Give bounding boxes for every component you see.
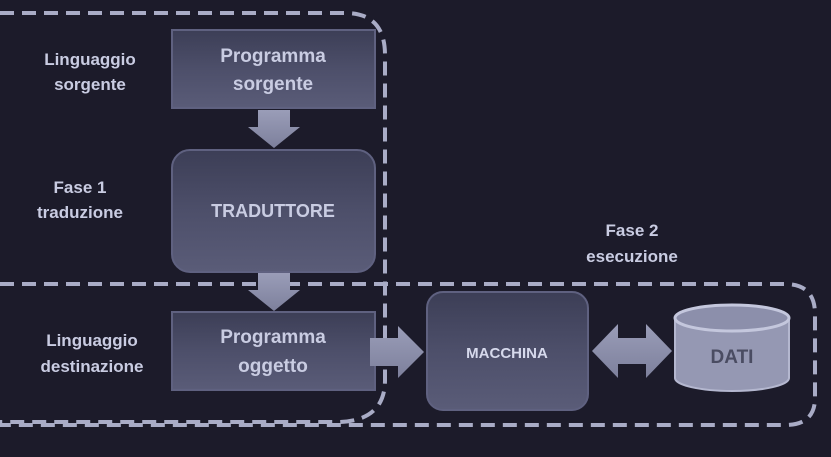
destination-language-label-2: destinazione <box>41 357 144 376</box>
translator-label: TRADUTTORE <box>211 201 335 221</box>
machine-box: MACCHINA <box>426 291 589 411</box>
translator-box: TRADUTTORE <box>171 149 376 273</box>
phase1-region <box>0 11 387 424</box>
object-program-box: Programma oggetto <box>171 311 376 391</box>
phase2-region <box>0 282 817 427</box>
phase1-label-1: Fase 1 <box>54 178 107 197</box>
source-program-box: Programma sorgente <box>171 29 376 109</box>
source-program-label-2: sorgente <box>233 74 313 95</box>
object-program-label-1: Programma <box>220 327 326 348</box>
phase2-label-1: Fase 2 <box>606 221 659 240</box>
arrow-down-icon <box>248 110 300 148</box>
destination-language-label-1: Linguaggio <box>46 331 138 350</box>
source-program-label-1: Programma <box>220 46 326 67</box>
source-language-label-2: sorgente <box>54 75 126 94</box>
double-arrow-icon <box>592 324 672 378</box>
source-language-label-1: Linguaggio <box>44 50 136 69</box>
data-label: DATI <box>711 347 754 368</box>
phase2-label-2: esecuzione <box>586 247 678 266</box>
arrow-down-icon <box>248 273 300 311</box>
phase1-label-2: traduzione <box>37 203 123 222</box>
arrow-right-icon <box>370 326 424 378</box>
machine-label: MACCHINA <box>466 345 548 362</box>
object-program-label-2: oggetto <box>238 356 308 377</box>
data-cylinder: DATI <box>673 303 791 392</box>
